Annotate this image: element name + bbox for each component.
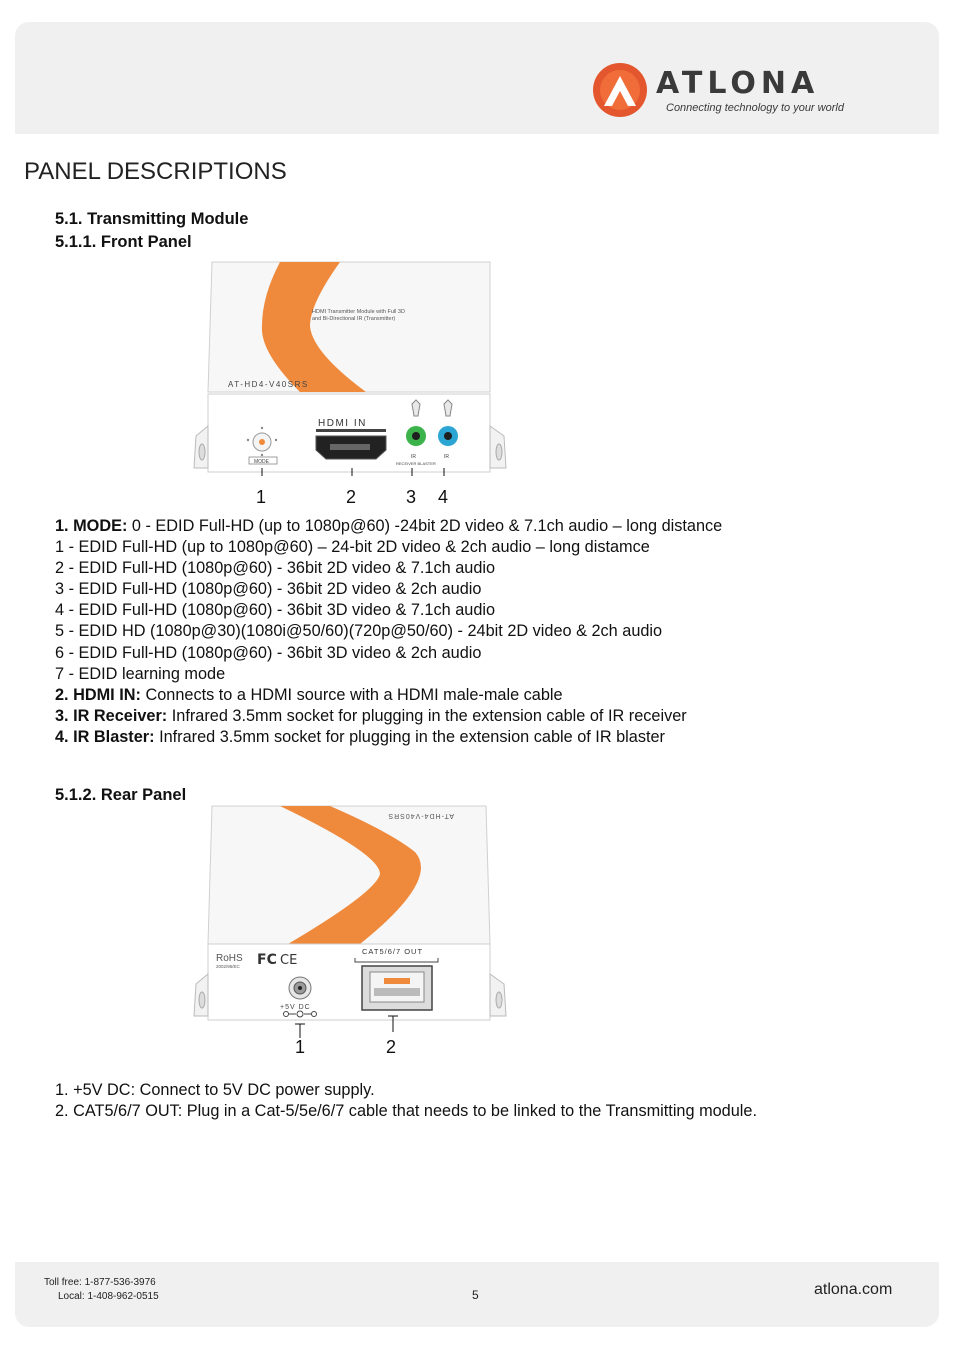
website-link[interactable]: atlona.com [814, 1281, 893, 1298]
ir-blaster-label: IR [444, 454, 449, 460]
power-label: +5V DC [280, 1004, 311, 1011]
front-desc-line: 4. IR Blaster: Infrared 3.5mm socket for… [55, 728, 665, 746]
rear-model-label: AT-HD4-V40SRS [387, 812, 454, 819]
front-callout-1: 1 [256, 487, 267, 507]
front-desc-line: 2. HDMI IN: Connects to a HDMI source wi… [55, 686, 563, 704]
hdmi-in-label: HDMI IN [318, 418, 367, 429]
dc-power-jack-icon [288, 976, 312, 1000]
section-title: 5.1. Transmitting Module [55, 210, 249, 228]
atlona-logo-icon [593, 63, 647, 117]
ir-blaster-socket-icon [438, 399, 458, 446]
mode-dial-icon [246, 426, 278, 457]
logo-wordmark: ATLONA [656, 66, 820, 101]
front-callout-2: 2 [346, 487, 357, 507]
fc-mark: FC [257, 952, 277, 968]
ir-receiver-socket-icon [406, 399, 426, 446]
rear-desc-line: 1. +5V DC: Connect to 5V DC power supply… [55, 1081, 375, 1099]
ir-receiver-label: IR [411, 454, 416, 460]
front-desc-line: 5 - EDID HD (1080p@30)(1080i@50/60)(720p… [55, 622, 663, 640]
cat-out-label: CAT5/6/7 OUT [362, 947, 423, 956]
front-desc-line: 7 - EDID learning mode [55, 665, 226, 683]
front-desc-line: 1 - EDID Full-HD (up to 1080p@60) – 24-b… [55, 538, 650, 556]
rear-panel-title: 5.1.2. Rear Panel [55, 786, 187, 804]
rear-desc-line: 2. CAT5/6/7 OUT: Plug in a Cat-5/5e/6/7 … [55, 1102, 757, 1120]
rohs-sub: 2002/95/EC [216, 964, 241, 969]
front-desc-line: 6 - EDID Full-HD (1080p@60) - 36bit 3D v… [55, 644, 482, 662]
front-desc-line: 3. IR Receiver: Infrared 3.5mm socket fo… [55, 707, 687, 725]
front-desc-line: 1. MODE: 0 - EDID Full-HD (up to 1080p@6… [55, 517, 723, 535]
header-band [15, 22, 939, 134]
logo-tagline: Connecting technology to your world [666, 102, 844, 114]
contact-numbers: Toll free: 1-877-536-3976 Local: 1-408-9… [44, 1276, 159, 1304]
front-panel-illustration: HDMI Transmitter Module with Full 3D and… [193, 261, 507, 476]
page-number: 5 [472, 1288, 479, 1302]
product-line-1: HDMI Transmitter Module with Full 3D [312, 309, 405, 315]
rear-callout-1: 1 [295, 1037, 306, 1057]
front-desc-line: 4 - EDID Full-HD (1080p@60) - 36bit 3D v… [55, 601, 496, 619]
toll-free-number: Toll free: 1-877-536-3976 [44, 1277, 156, 1288]
rear-panel-illustration: AT-HD4-V40SRS RoHS 2002/95/EC FC CE +5V … [193, 805, 507, 1038]
page-title: PANEL DESCRIPTIONS [24, 158, 287, 185]
product-line-2: and Bi-Directional IR (Transmitter) [312, 316, 395, 322]
rear-callout-2: 2 [386, 1037, 397, 1057]
polarity-icon [283, 1010, 317, 1018]
mode-label: MODE [254, 459, 270, 465]
ir-sub-label: RECEIVER BLASTER [396, 461, 436, 466]
front-model-label: AT-HD4-V40SRS [228, 380, 309, 389]
rohs-mark: RoHS [216, 953, 243, 964]
front-callout-4: 4 [438, 487, 449, 507]
hdmi-port-icon [315, 435, 387, 460]
front-panel-title: 5.1.1. Front Panel [55, 233, 192, 251]
rj45-port-icon [354, 958, 439, 1011]
atlona-logo: ATLONA Connecting technology to your wor… [590, 62, 890, 122]
front-desc-line: 2 - EDID Full-HD (1080p@60) - 36bit 2D v… [55, 559, 496, 577]
ce-mark: CE [280, 953, 297, 968]
front-callout-3: 3 [406, 487, 417, 507]
front-desc-line: 3 - EDID Full-HD (1080p@60) - 36bit 2D v… [55, 580, 482, 598]
local-number: Local: 1-408-962-0515 [58, 1291, 159, 1302]
footer-band [15, 1262, 939, 1327]
